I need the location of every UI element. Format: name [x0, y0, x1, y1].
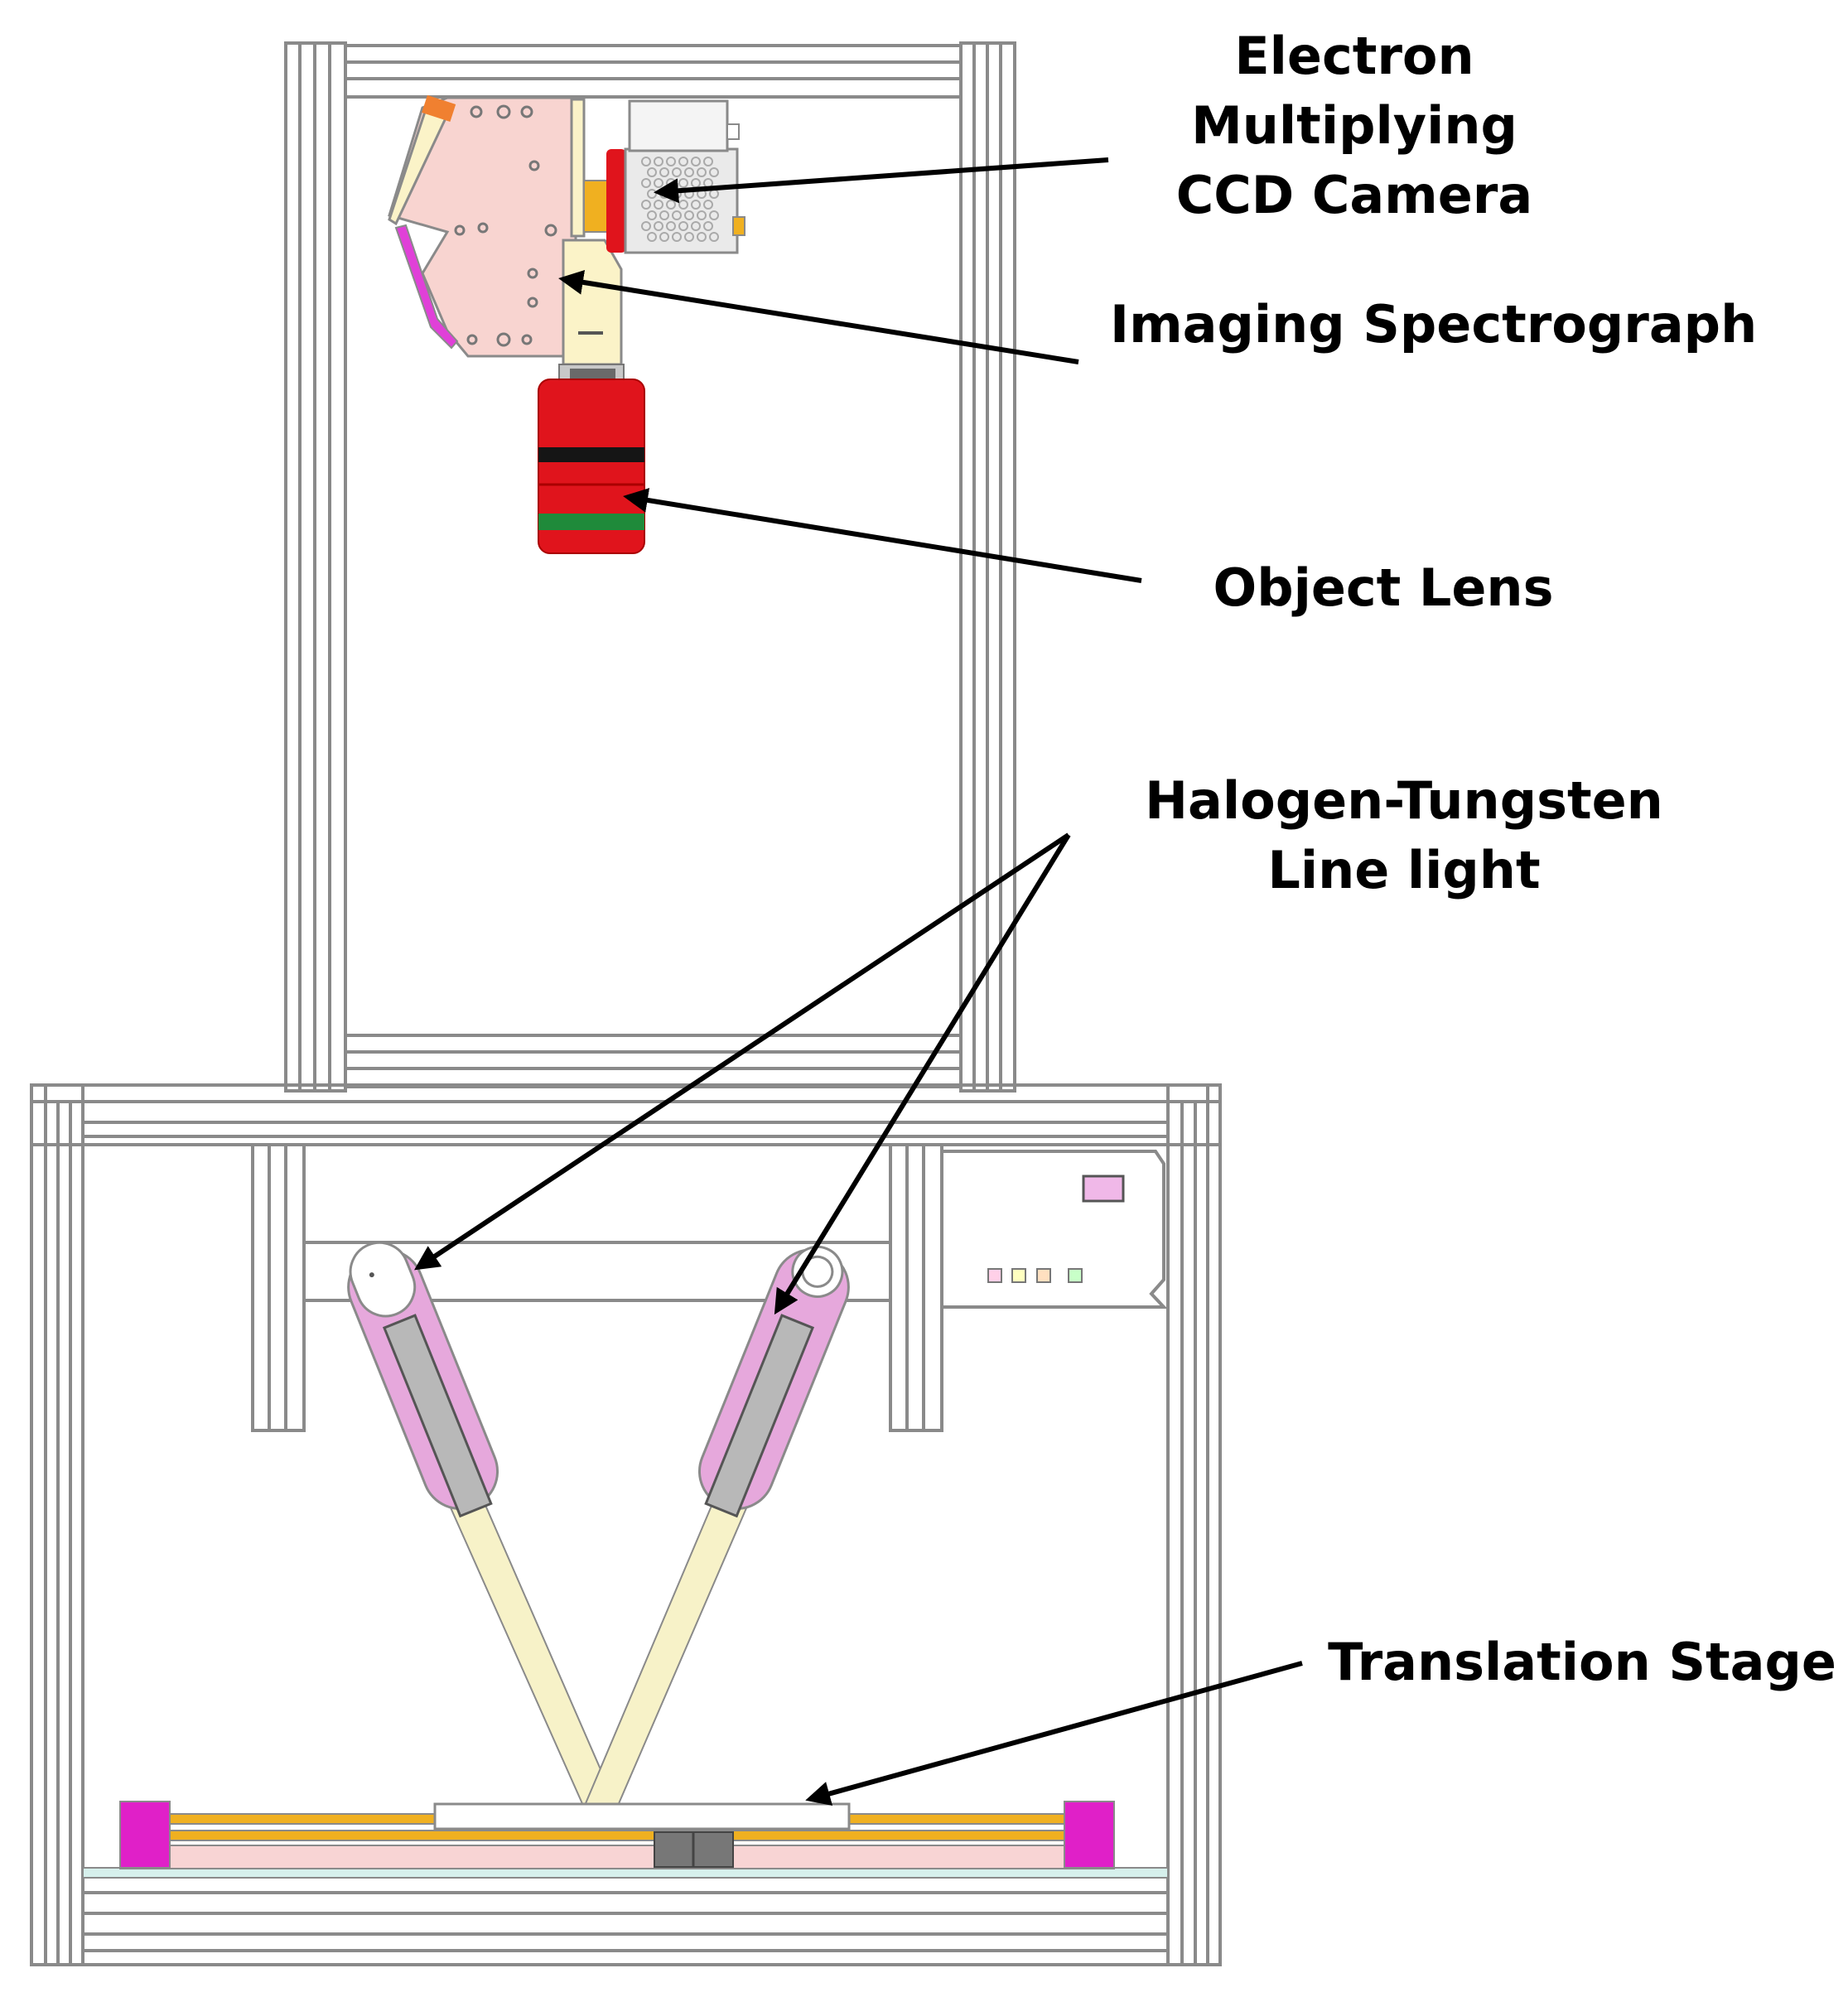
vent-hole	[641, 221, 651, 231]
vent-hole	[697, 232, 707, 242]
vent-hole	[659, 210, 669, 220]
pointer-arrows	[414, 157, 1303, 1806]
vent-hole	[703, 157, 713, 166]
label-translation-stage: Translation Stage	[1325, 1628, 1839, 1697]
imaging-spectrograph	[388, 94, 623, 366]
label-emccd-line-3: CCD Camera	[1175, 165, 1533, 225]
arrow-stage	[805, 1661, 1303, 1806]
vent-hole	[703, 221, 713, 231]
vent-hole	[641, 157, 651, 166]
upper-tower-frame	[284, 41, 1016, 1093]
label-emccd-line-2: Multiplying	[1191, 95, 1517, 156]
vent-hole	[709, 210, 719, 220]
vent-hole	[691, 221, 701, 231]
vent-hole	[647, 167, 657, 177]
vent-hole	[641, 178, 651, 188]
vent-hole	[709, 232, 719, 242]
arrow-light-right	[774, 833, 1071, 1315]
vent-hole	[659, 167, 669, 177]
vent-hole	[684, 167, 694, 177]
vent-hole	[697, 167, 707, 177]
label-stage-text: Translation Stage	[1328, 1632, 1836, 1692]
vent-hole	[678, 157, 688, 166]
left-line-light-lamp	[347, 1241, 499, 1518]
vent-hole	[691, 200, 701, 210]
vent-hole	[659, 232, 669, 242]
label-emccd-camera: Electron Multiplying CCD Camera	[1156, 22, 1553, 230]
lower-cabinet-frame	[30, 1083, 1222, 1966]
vent-hole	[684, 232, 694, 242]
vent-hole	[647, 232, 657, 242]
label-object-lens: Object Lens	[1205, 553, 1561, 623]
vent-hole	[684, 210, 694, 220]
vent-hole	[654, 157, 663, 166]
label-lens-text: Object Lens	[1213, 557, 1554, 618]
vent-hole	[691, 157, 701, 166]
light-beams	[441, 1483, 755, 1808]
vent-hole	[709, 167, 719, 177]
vent-hole	[654, 221, 663, 231]
vent-hole	[647, 210, 657, 220]
vent-hole	[703, 200, 713, 210]
vent-hole	[666, 157, 676, 166]
arrow-lens	[623, 488, 1142, 583]
arrow-emccd	[654, 157, 1109, 204]
vent-hole	[672, 232, 682, 242]
vent-hole	[678, 221, 688, 231]
vent-hole	[666, 221, 676, 231]
vent-hole	[678, 200, 688, 210]
emccd-camera	[583, 99, 745, 254]
arrow-spectrograph	[558, 269, 1079, 364]
right-line-light-lamp	[697, 1245, 850, 1518]
vent-hole	[672, 210, 682, 220]
vent-hole	[672, 167, 682, 177]
vent-hole	[697, 210, 707, 220]
label-light-line-2: Line light	[1267, 840, 1541, 900]
vent-hole	[641, 200, 651, 210]
arrow-light-left	[414, 832, 1070, 1271]
label-line-light: Halogen-Tungsten Line light	[1135, 766, 1673, 905]
object-lens	[538, 364, 645, 554]
label-imaging-spectrograph: Imaging Spectrograph	[1110, 290, 1758, 359]
control-box	[940, 1150, 1168, 1309]
label-emccd-line-1: Electron	[1234, 26, 1474, 86]
translation-stage	[82, 1801, 1169, 1879]
label-spectrograph-text: Imaging Spectrograph	[1110, 294, 1758, 355]
label-light-line-1: Halogen-Tungsten	[1145, 770, 1663, 831]
